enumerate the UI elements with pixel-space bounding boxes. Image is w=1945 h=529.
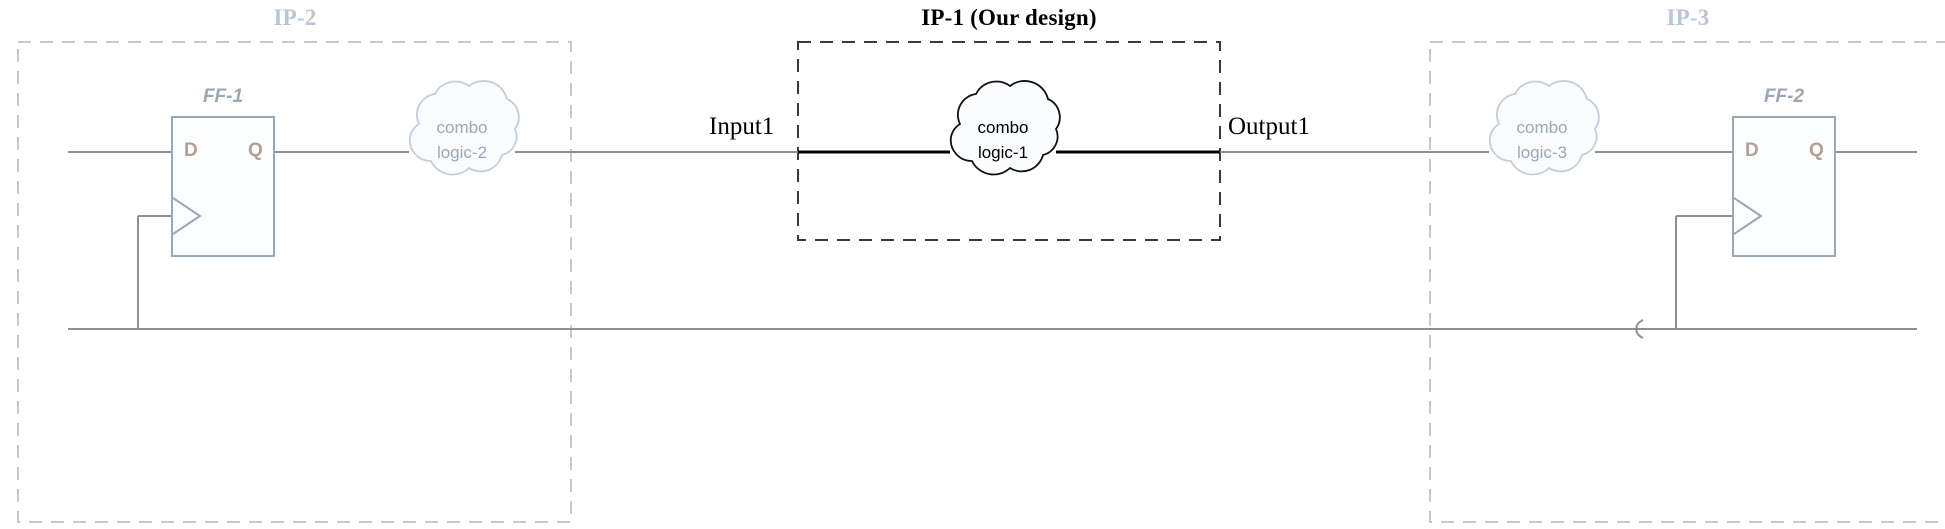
ff-1-label: FF-1 [202, 86, 244, 107]
ff-2-label: FF-2 [1763, 86, 1805, 107]
ff-2-pin-d-label: D [1745, 140, 1759, 161]
ff-1-pin-q-label: Q [248, 140, 263, 161]
ff-1-pin-d-label: D [184, 140, 198, 161]
combo-logic-3-label: combo logic-3 [1482, 115, 1602, 165]
combo-logic-1-label-line2: logic-1 [977, 143, 1029, 162]
combo-logic-2-cloud-icon [408, 80, 520, 176]
ip-3-boundary [1429, 41, 1945, 523]
ip-3-title: IP-3 [1666, 5, 1710, 30]
ff-2-body [1732, 116, 1836, 257]
combo-logic-3-label-line1: combo [1516, 118, 1568, 137]
combo-logic-1-cloud-icon [949, 80, 1061, 176]
combo-logic-3-cloud-icon [1488, 80, 1600, 176]
ff-1-clock-triangle-icon [172, 197, 202, 235]
combo-logic-1-label: combo logic-1 [943, 115, 1063, 165]
ip-2-title: IP-2 [273, 5, 317, 30]
ip-2-boundary [17, 41, 572, 523]
ff-1-body [171, 116, 275, 257]
combo-logic-2-label: combo logic-2 [402, 115, 522, 165]
ff-2-clock-triangle-icon [1733, 197, 1763, 235]
ip-1-title: IP-1 (Our design) [921, 5, 1097, 30]
input1-port-label: Input1 [709, 113, 775, 140]
combo-logic-3-label-line2: logic-3 [1516, 143, 1568, 162]
combo-logic-1-label-line1: combo [977, 118, 1029, 137]
clock-wire-hop-icon [1635, 319, 1644, 339]
combo-logic-2-label-line2: logic-2 [436, 143, 488, 162]
combo-logic-2-label-line1: combo [436, 118, 488, 137]
ff-2-pin-q-label: Q [1809, 140, 1824, 161]
output1-port-label: Output1 [1228, 113, 1310, 140]
ip-1-boundary [797, 41, 1221, 241]
